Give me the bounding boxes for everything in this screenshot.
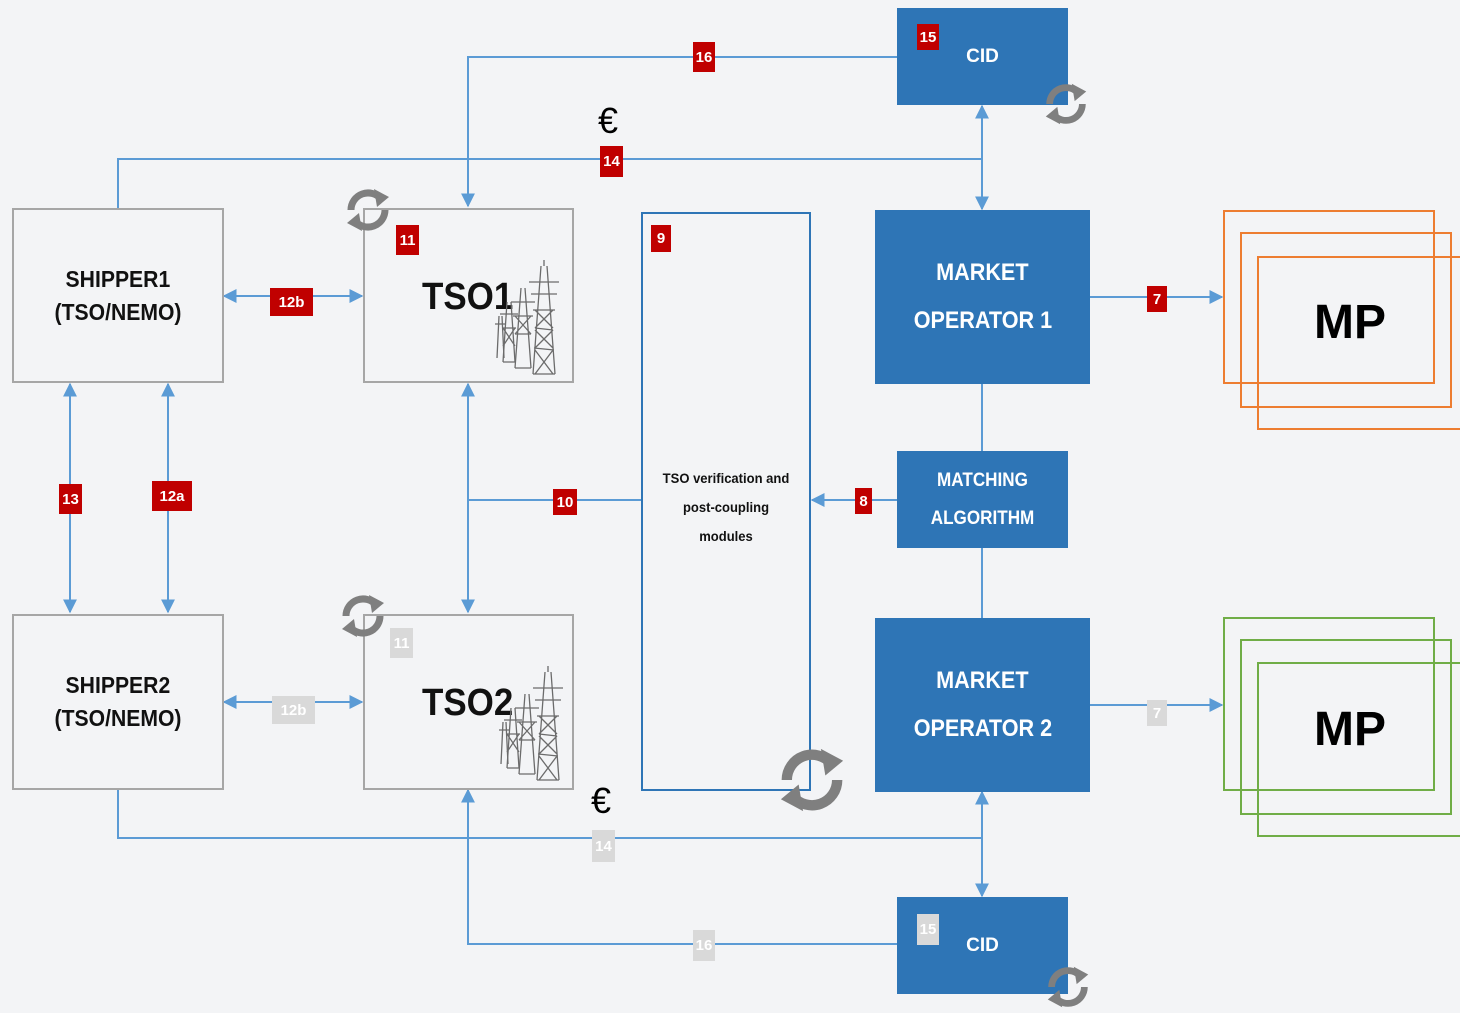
connector-16-top bbox=[461, 56, 897, 208]
badge-8: 8 bbox=[855, 488, 872, 514]
shipper2-box[interactable]: SHIPPER2 (TSO/NEMO) bbox=[12, 614, 224, 790]
matching-line-1: MATCHING bbox=[937, 469, 1028, 491]
badge-15-top: 15 bbox=[917, 24, 939, 50]
verification-text: TSO verification and post-coupling modul… bbox=[649, 464, 803, 551]
verification-line-1: TSO verification and bbox=[662, 470, 790, 486]
cid-box-bottom[interactable]: CID bbox=[897, 897, 1068, 994]
mo1-line-2: OPERATOR 1 bbox=[913, 307, 1052, 334]
tso1-title: TSO1 bbox=[422, 276, 514, 318]
cycle-arrows-icon-tso2 bbox=[342, 595, 384, 637]
cid-box-top[interactable]: CID bbox=[897, 8, 1068, 105]
mp-frame-bottom-3 bbox=[1257, 662, 1460, 837]
mp-frame-top-3 bbox=[1257, 256, 1460, 430]
cycle-arrows-icon-cid-bottom bbox=[1047, 966, 1089, 1008]
badge-12a: 12a bbox=[152, 481, 192, 511]
verification-line-3: modules bbox=[699, 528, 753, 544]
shipper1-box[interactable]: SHIPPER1 (TSO/NEMO) bbox=[12, 208, 224, 383]
matching-algorithm-box[interactable]: MATCHING ALGORITHM bbox=[897, 451, 1068, 548]
badge-14-top: 14 bbox=[600, 146, 623, 177]
badge-16-top: 16 bbox=[693, 42, 715, 72]
badge-7-top: 7 bbox=[1147, 286, 1167, 312]
euro-symbol-bottom: € bbox=[591, 780, 612, 821]
mo2-line-2: OPERATOR 2 bbox=[913, 715, 1052, 742]
badge-12b-bottom: 12b bbox=[272, 696, 315, 724]
mp-label-bottom: MP bbox=[1314, 703, 1386, 756]
mp-frame-top-2 bbox=[1240, 232, 1452, 408]
matching-line-2: ALGORITHM bbox=[930, 507, 1035, 529]
mp-frame-top-1 bbox=[1223, 210, 1435, 384]
connector-14-top bbox=[117, 158, 982, 208]
shipper2-role: (TSO/NEMO) bbox=[54, 705, 182, 731]
badge-11-tso1: 11 bbox=[396, 225, 419, 255]
badge-14-bottom: 14 bbox=[592, 830, 615, 862]
transmission-tower-icon bbox=[495, 260, 559, 375]
mp-frame-bottom-2 bbox=[1240, 639, 1452, 815]
badge-13: 13 bbox=[59, 484, 82, 514]
connector-16-bottom bbox=[461, 788, 897, 945]
market-operator-1-box[interactable]: MARKET OPERATOR 1 bbox=[875, 210, 1090, 384]
tso-verification-box[interactable]: TSO verification and post-coupling modul… bbox=[641, 212, 811, 791]
badge-9: 9 bbox=[651, 225, 671, 252]
verification-line-2: post-coupling bbox=[682, 499, 770, 515]
connector-14-bottom bbox=[117, 790, 982, 839]
mo1-line-1: MARKET bbox=[936, 259, 1029, 286]
badge-11-tso2: 11 bbox=[390, 628, 413, 658]
mo2-line-1: MARKET bbox=[936, 667, 1029, 694]
badge-12b-top: 12b bbox=[270, 288, 313, 316]
badge-15-bottom: 15 bbox=[917, 914, 939, 945]
cid-label-bottom: CID bbox=[966, 934, 999, 956]
shipper2-name: SHIPPER2 bbox=[65, 672, 171, 698]
shipper1-role: (TSO/NEMO) bbox=[54, 298, 182, 325]
badge-7-bottom: 7 bbox=[1147, 700, 1167, 726]
tso2-title: TSO2 bbox=[422, 682, 514, 724]
transmission-tower-icon bbox=[499, 666, 563, 781]
cycle-arrows-icon-verification bbox=[780, 748, 844, 812]
cycle-arrows-icon-tso1 bbox=[347, 189, 389, 231]
badge-16-bottom: 16 bbox=[693, 930, 715, 961]
badge-10: 10 bbox=[553, 489, 577, 515]
euro-symbol-top: € bbox=[598, 100, 619, 141]
cycle-arrows-icon-cid-top bbox=[1045, 83, 1087, 125]
mp-frame-bottom-1 bbox=[1223, 617, 1435, 791]
mp-label-top: MP bbox=[1314, 296, 1386, 349]
shipper1-name: SHIPPER1 bbox=[65, 265, 171, 292]
cid-label-top: CID bbox=[966, 45, 999, 67]
market-operator-2-box[interactable]: MARKET OPERATOR 2 bbox=[875, 618, 1090, 792]
